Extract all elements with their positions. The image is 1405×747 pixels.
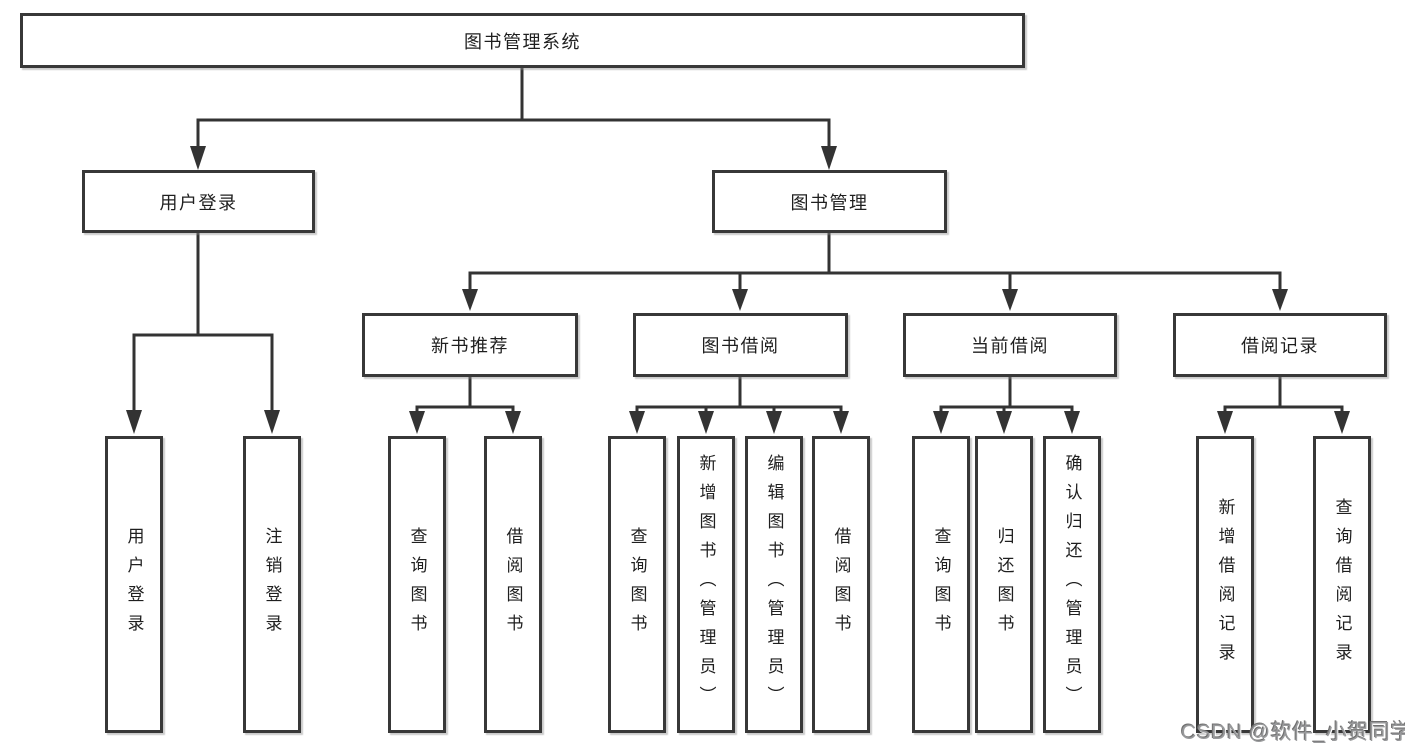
node-new-book-rec: 新书推荐 [362, 313, 578, 377]
node-root: 图书管理系统 [20, 13, 1025, 68]
leaf-label: 查询图书 [407, 526, 427, 643]
leaf-query-book-borrow: 查询图书 [608, 436, 666, 733]
node-current-borrow-label: 当前借阅 [971, 336, 1049, 356]
leaf-label: 注销登录 [262, 526, 282, 643]
connector-book-mgmt [462, 233, 1288, 311]
connector-root [190, 68, 837, 170]
leaf-label: 确认归还（管理员） [1062, 454, 1082, 715]
connector-book-borrow [629, 377, 849, 434]
connector-user-login [126, 233, 280, 434]
node-borrow-records: 借阅记录 [1173, 313, 1387, 377]
watermark: CSDN @软件_小贺同学 [1181, 721, 1405, 744]
leaf-edit-book-admin: 编辑图书（管理员） [745, 436, 803, 733]
leaf-logout: 注销登录 [243, 436, 301, 733]
node-new-book-rec-label: 新书推荐 [431, 336, 509, 356]
leaf-label: 查询图书 [627, 526, 647, 643]
leaf-borrow-book: 借阅图书 [812, 436, 870, 733]
node-user-login: 用户登录 [82, 170, 315, 233]
leaf-add-book-admin: 新增图书（管理员） [677, 436, 735, 733]
leaf-label: 新增借阅记录 [1215, 497, 1235, 672]
leaf-query-borrow-record: 查询借阅记录 [1313, 436, 1371, 733]
node-book-mgmt: 图书管理 [712, 170, 947, 233]
connector-new-book-rec [409, 377, 521, 434]
node-book-borrow-label: 图书借阅 [701, 336, 780, 356]
connector-current-borrow [933, 377, 1080, 434]
leaf-label: 查询借阅记录 [1332, 497, 1352, 672]
node-book-mgmt-label: 图书管理 [790, 192, 869, 213]
leaf-label: 用户登录 [124, 526, 144, 643]
leaf-borrow-book-rec: 借阅图书 [484, 436, 542, 733]
node-root-label: 图书管理系统 [464, 31, 581, 52]
node-current-borrow: 当前借阅 [903, 313, 1117, 377]
leaf-query-book-current: 查询图书 [912, 436, 970, 733]
leaf-confirm-return-admin: 确认归还（管理员） [1043, 436, 1101, 733]
leaf-user-login: 用户登录 [105, 436, 163, 733]
leaf-label: 借阅图书 [503, 526, 523, 643]
node-book-borrow: 图书借阅 [633, 313, 848, 377]
leaf-return-book: 归还图书 [975, 436, 1033, 733]
leaf-label: 查询图书 [931, 526, 951, 643]
connector-borrow-records [1217, 377, 1350, 434]
leaf-label: 借阅图书 [831, 526, 851, 643]
leaf-label: 新增图书（管理员） [696, 454, 716, 715]
leaf-label: 编辑图书（管理员） [764, 454, 784, 715]
leaf-label: 归还图书 [994, 526, 1014, 643]
leaf-add-borrow-record: 新增借阅记录 [1196, 436, 1254, 733]
node-user-login-label: 用户登录 [159, 192, 238, 213]
node-borrow-records-label: 借阅记录 [1241, 336, 1319, 356]
leaf-query-book-rec: 查询图书 [388, 436, 446, 733]
